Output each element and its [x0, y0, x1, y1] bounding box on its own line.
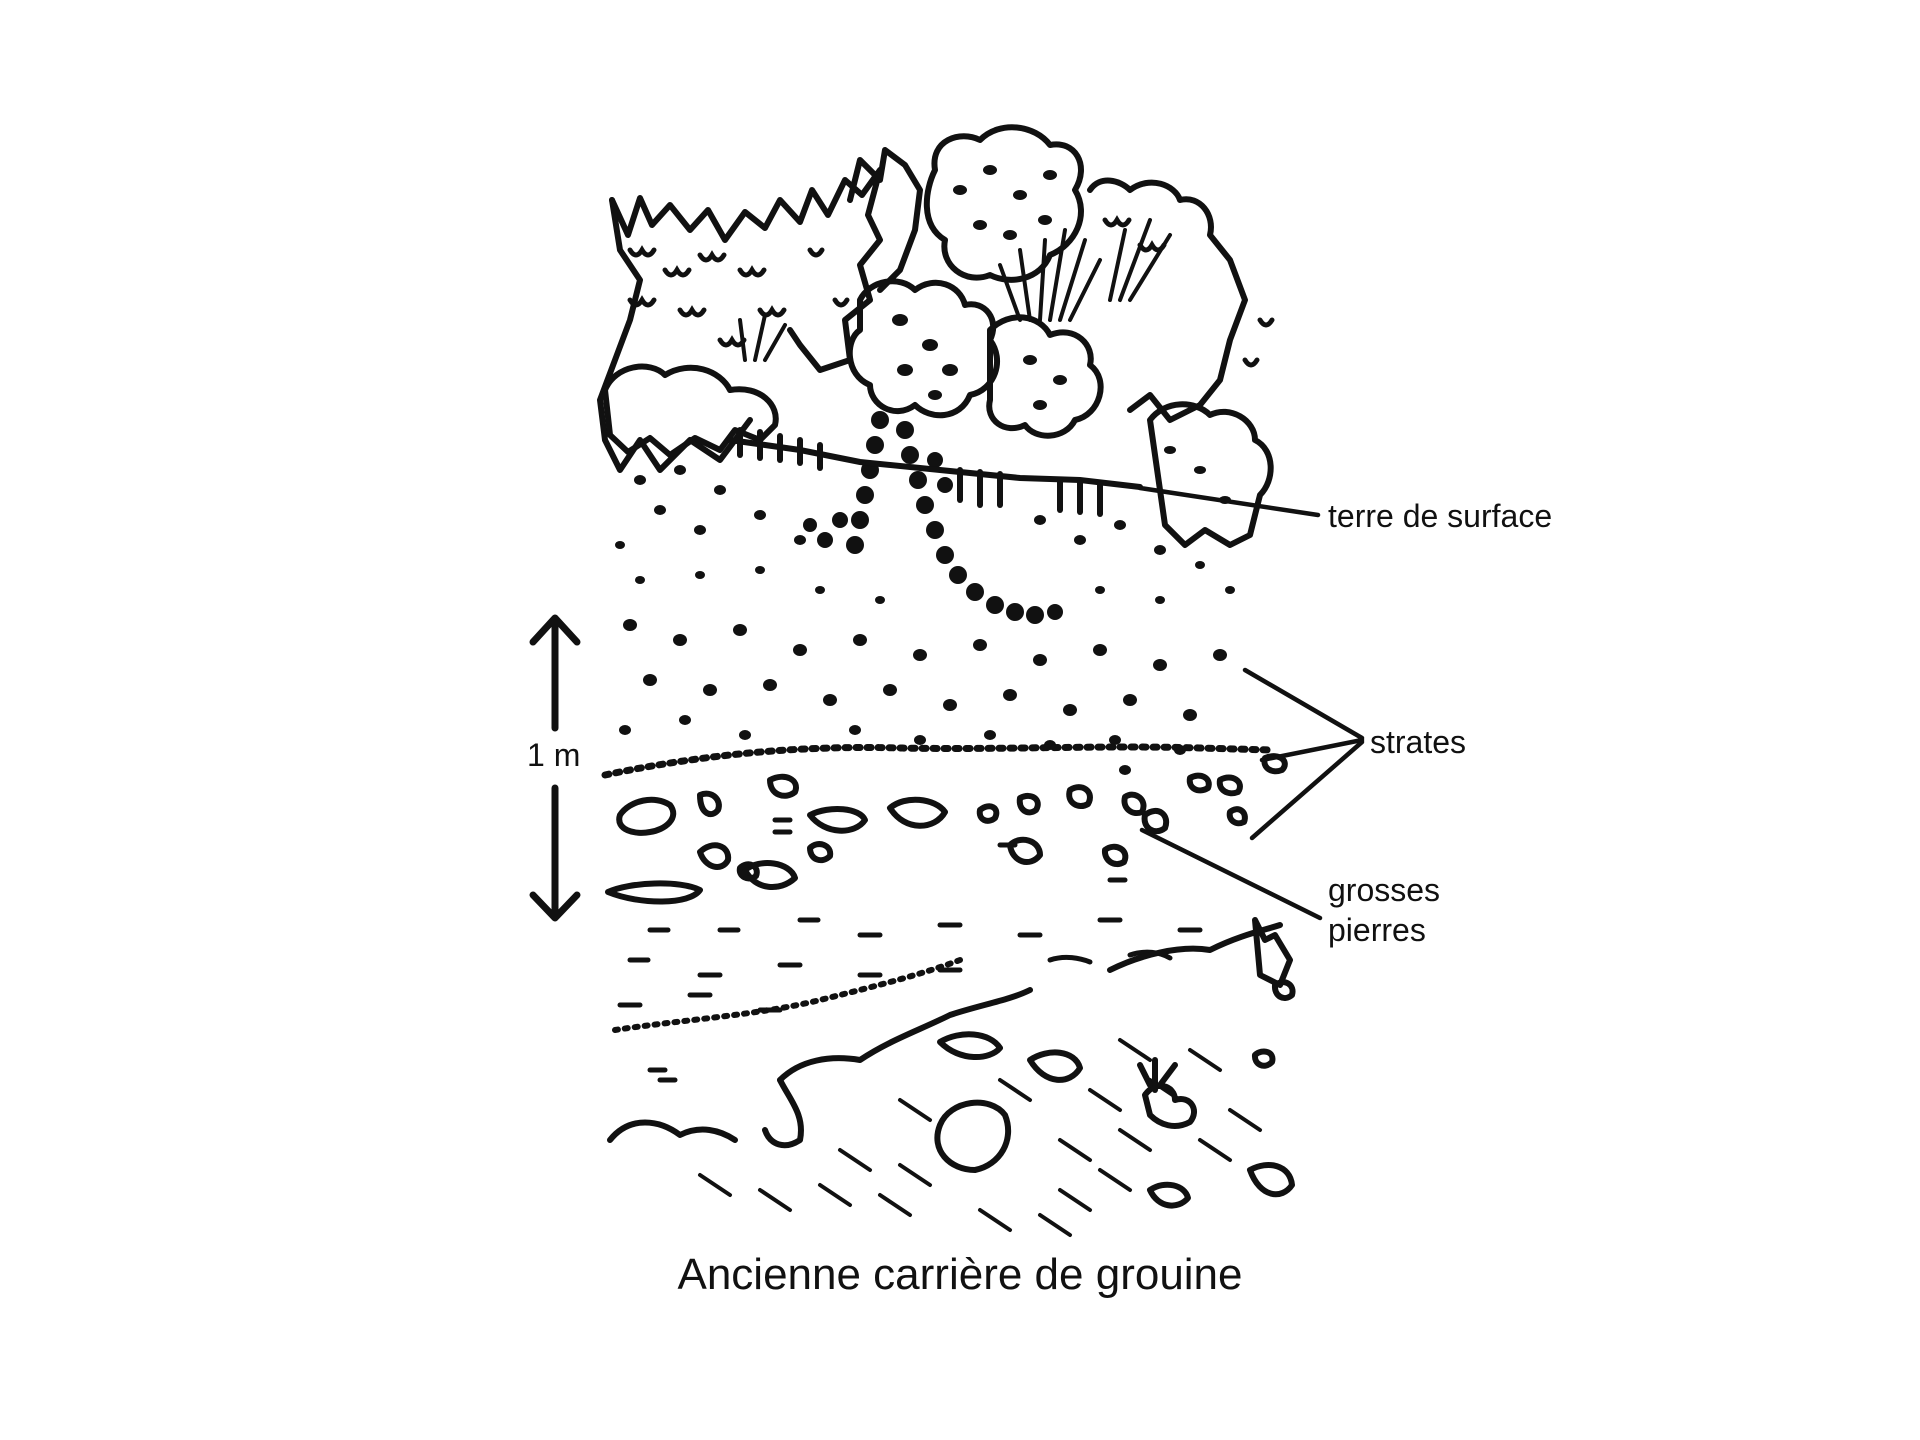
- label-strata: strates: [1370, 724, 1467, 760]
- leader-lines: [1137, 485, 1365, 921]
- label-surface-soil: terre de surface: [1328, 498, 1553, 534]
- strata-boundary-lower: [612, 957, 963, 1033]
- scale-arrow: [529, 614, 581, 922]
- figure-caption: Ancienne carrière de grouine: [677, 1250, 1243, 1299]
- label-large-stones-line2: pierres: [1328, 912, 1426, 948]
- leader-strata-3: [1249, 739, 1365, 841]
- slope-hatching: [698, 1038, 1262, 1237]
- leaf-texture: [892, 165, 1231, 504]
- topsoil-dots: [615, 465, 1235, 604]
- leader-strata-1: [1242, 667, 1365, 741]
- tree-roots: [803, 411, 1063, 624]
- leader-surface: [1137, 485, 1321, 518]
- strata-boundary: [601, 743, 1274, 779]
- leader-strata-2: [1259, 737, 1365, 763]
- vegetation: [597, 124, 1274, 548]
- lower-ground: [607, 917, 1293, 1149]
- leader-stones: [1139, 827, 1323, 921]
- large-stones: [605, 753, 1296, 1209]
- surface-band: [727, 427, 1143, 517]
- strata-dots: [619, 619, 1227, 775]
- label-scale-1m: 1 m: [527, 737, 581, 773]
- label-large-stones-line1: grosses: [1328, 872, 1441, 908]
- label-large-stones: grosses pierres: [1328, 870, 1440, 950]
- grass-strokes: [627, 215, 1275, 368]
- grass-blades: [738, 218, 1172, 362]
- strata-dashes: [617, 817, 1203, 1083]
